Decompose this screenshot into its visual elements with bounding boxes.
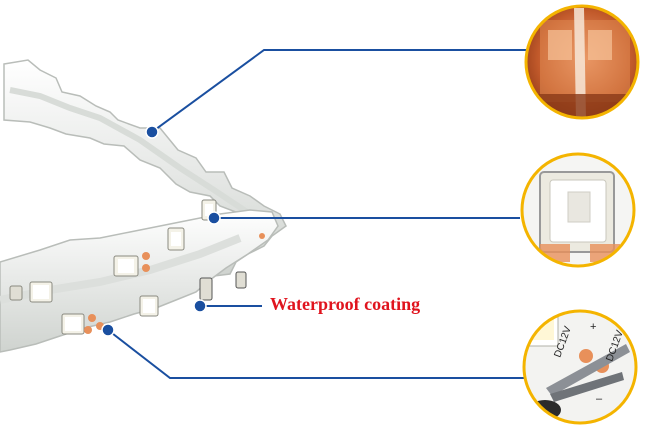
connector-minus: – <box>596 393 603 405</box>
detail-cut-point: DC12V DC12V + – <box>522 309 638 425</box>
connector-plus: + <box>590 321 596 333</box>
detail-smd-led <box>520 152 636 268</box>
detail-adhesive-backing <box>524 4 640 120</box>
leader-lines <box>101 49 530 379</box>
copper-pads <box>84 233 265 334</box>
waterproof-coating-label: Waterproof coating <box>270 294 421 314</box>
led-chips <box>9 199 247 335</box>
